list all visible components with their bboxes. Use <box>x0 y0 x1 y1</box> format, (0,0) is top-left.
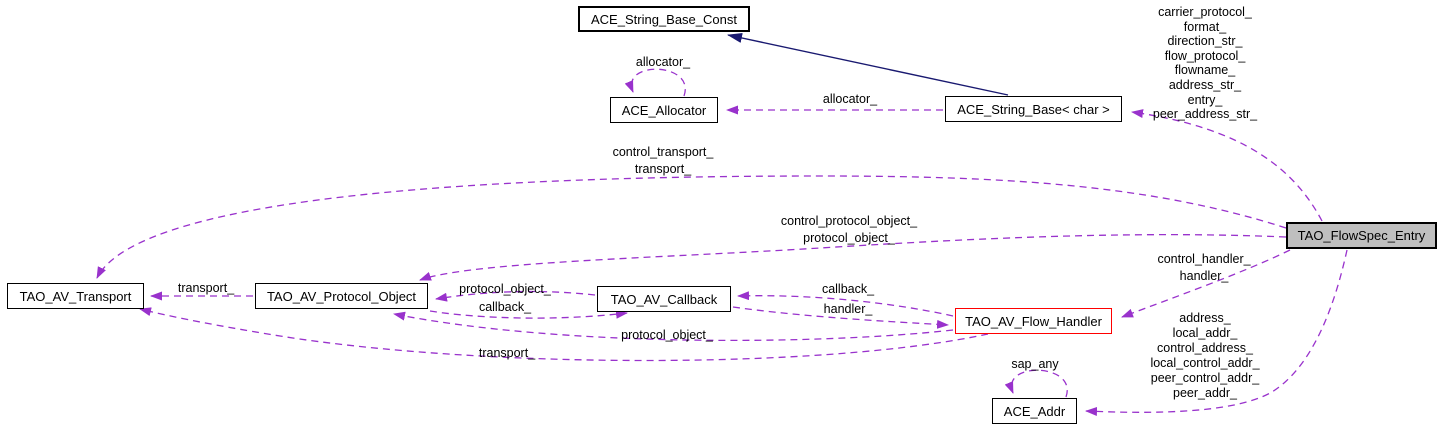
edge-flowspec-transport <box>96 175 1287 279</box>
edge-label-addr-self: sap_any <box>1011 357 1059 371</box>
node-ace-string-base-const[interactable]: ACE_String_Base_Const <box>578 6 750 32</box>
edge-inheritance-stringbase-const <box>727 33 1009 96</box>
edge-label-flowspec-transport: control_transport_ transport_ <box>612 145 714 176</box>
edge-flowspec-addr <box>1085 249 1348 416</box>
edge-handler-callback <box>737 291 954 317</box>
node-tao-av-flow-handler[interactable]: TAO_AV_Flow_Handler <box>955 308 1112 334</box>
edge-flowspec-flow-handler <box>1121 249 1291 318</box>
edge-label-callback-handler: handler_ <box>823 302 873 316</box>
edge-label-flowspec-handler: control_handler_ handler_ <box>1157 252 1251 283</box>
edge-protocol-callback <box>429 309 628 319</box>
edge-label-flowspec-strings: carrier_protocol_ format_ direction_str_… <box>1152 5 1258 122</box>
node-ace-addr[interactable]: ACE_Addr <box>992 398 1077 424</box>
edge-label-handler-callback: callback_ <box>821 282 875 296</box>
edge-label-callback-protocol: protocol_object_ <box>459 282 551 296</box>
node-tao-av-transport[interactable]: TAO_AV_Transport <box>7 283 144 309</box>
edge-label-flowspec-addr: address_ local_addr_ control_address_ lo… <box>1150 311 1260 400</box>
edge-label-protocol-callback: callback_ <box>478 300 532 314</box>
edge-allocator-self <box>624 68 686 97</box>
node-ace-allocator[interactable]: ACE_Allocator <box>610 97 718 123</box>
edge-label-protocol-transport: transport_ <box>177 281 235 295</box>
edge-addr-self <box>1004 369 1068 398</box>
edge-handler-transport <box>139 307 989 362</box>
node-tao-av-protocol-object[interactable]: TAO_AV_Protocol_Object <box>255 283 428 309</box>
node-tao-flowspec-entry: TAO_FlowSpec_Entry <box>1286 222 1437 249</box>
edge-flowspec-stringbase <box>1131 109 1323 222</box>
edge-callback-handler <box>732 306 949 329</box>
edge-handler-protocol <box>393 311 954 342</box>
node-tao-av-callback[interactable]: TAO_AV_Callback <box>597 286 731 312</box>
edge-label-handler-transport: transport_ <box>478 346 536 360</box>
edge-label-handler-protocol: protocol_object_ <box>621 328 713 342</box>
node-ace-string-base-char[interactable]: ACE_String_Base< char > <box>945 96 1122 122</box>
edge-label-flowspec-protocol-object: control_protocol_object_ protocol_object… <box>780 214 918 245</box>
edge-label-stringbase-allocator: allocator_ <box>822 92 878 106</box>
edge-label-allocator-self: allocator_ <box>635 55 691 69</box>
